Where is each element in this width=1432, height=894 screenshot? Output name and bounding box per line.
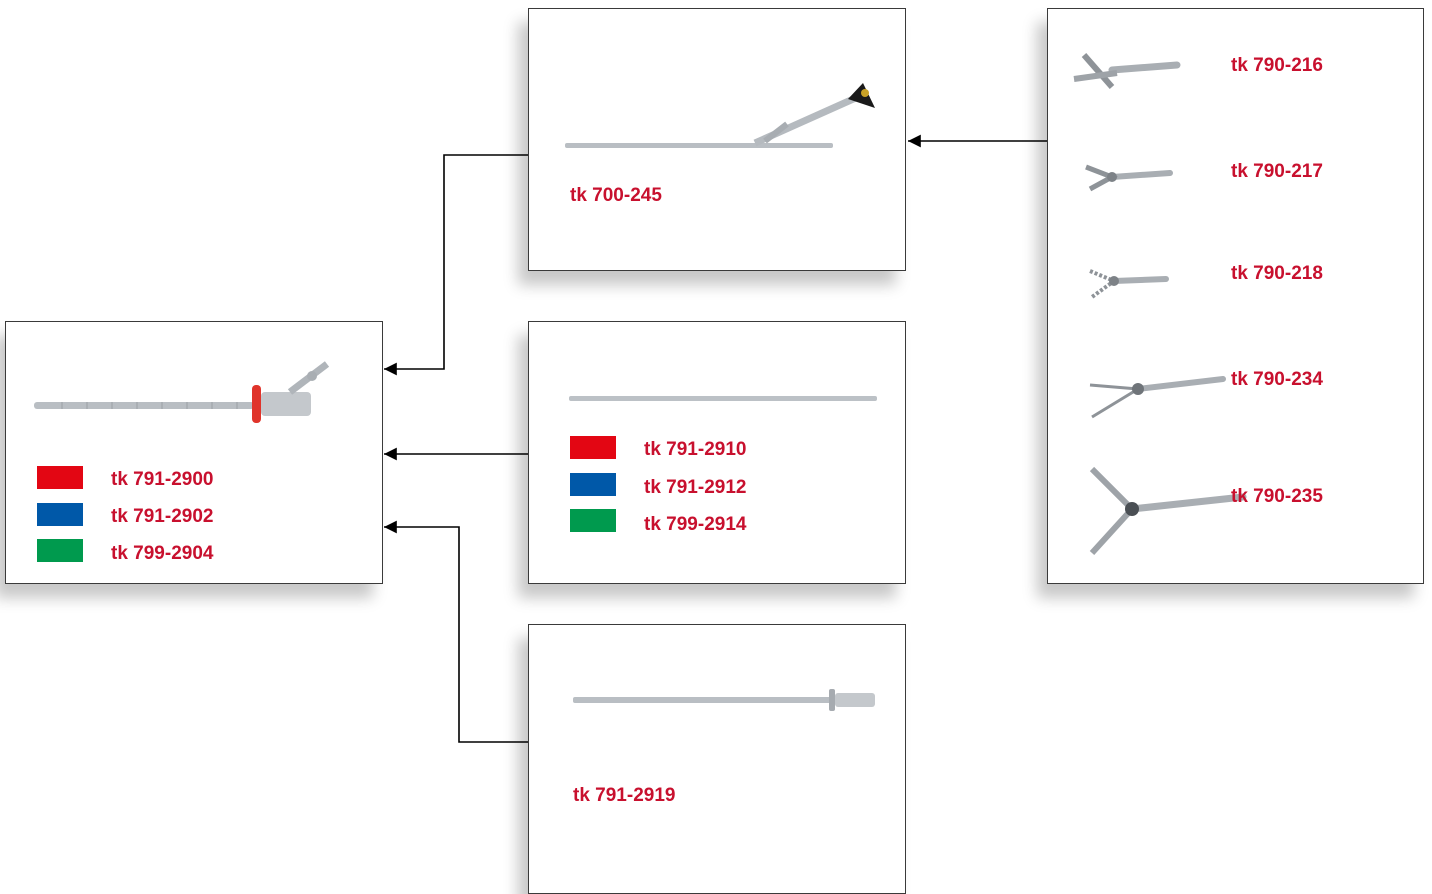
part-number-label: tk 791-2910 <box>644 439 747 460</box>
part-number-label: tk 791-2919 <box>573 785 676 806</box>
box-working-element: tk 700-245 <box>528 8 906 271</box>
part-number-label: tk 791-2912 <box>644 477 747 498</box>
part-number-label: tk 799-2904 <box>111 543 214 564</box>
color-swatch-green <box>570 509 616 532</box>
forceps-insert-image <box>1089 269 1169 299</box>
part-number-label: tk 700-245 <box>570 185 662 206</box>
color-swatch-red <box>37 466 83 489</box>
part-number-label: tk 790-218 <box>1231 263 1323 284</box>
forceps-insert-image <box>1085 164 1173 192</box>
color-swatch-red <box>570 436 616 459</box>
part-number-label: tk 799-2914 <box>644 514 747 535</box>
part-number-label: tk 791-2900 <box>111 469 214 490</box>
arrow-top-to-left <box>384 154 529 376</box>
part-number-label: tk 790-235 <box>1231 486 1323 507</box>
working-element-image <box>565 83 875 148</box>
part-number-label: tk 790-217 <box>1231 161 1323 182</box>
color-swatch-green <box>37 539 83 562</box>
box-cannula: tk 791-2919 <box>528 624 906 894</box>
part-number-label: tk 790-234 <box>1231 369 1323 390</box>
box-obturator: tk 791-2910 tk 791-2912 tk 799-2914 <box>528 321 906 584</box>
arrow-bottom-to-left <box>384 520 529 743</box>
obturator-image <box>569 396 877 401</box>
forceps-insert-image <box>1089 466 1247 556</box>
cannula-image <box>573 689 875 711</box>
box-trocar-sleeve: tk 791-2900 tk 791-2902 tk 799-2904 <box>5 321 383 584</box>
forceps-insert-image <box>1073 53 1181 89</box>
color-swatch-blue <box>37 503 83 526</box>
color-swatch-blue <box>570 473 616 496</box>
part-number-label: tk 791-2902 <box>111 506 214 527</box>
forceps-insert-image <box>1089 376 1226 419</box>
box-forceps-inserts: tk 790-216 tk 790-217 tk 790-218 tk 790-… <box>1047 8 1424 584</box>
part-number-label: tk 790-216 <box>1231 55 1323 76</box>
trocar-sleeve-image <box>34 361 330 423</box>
